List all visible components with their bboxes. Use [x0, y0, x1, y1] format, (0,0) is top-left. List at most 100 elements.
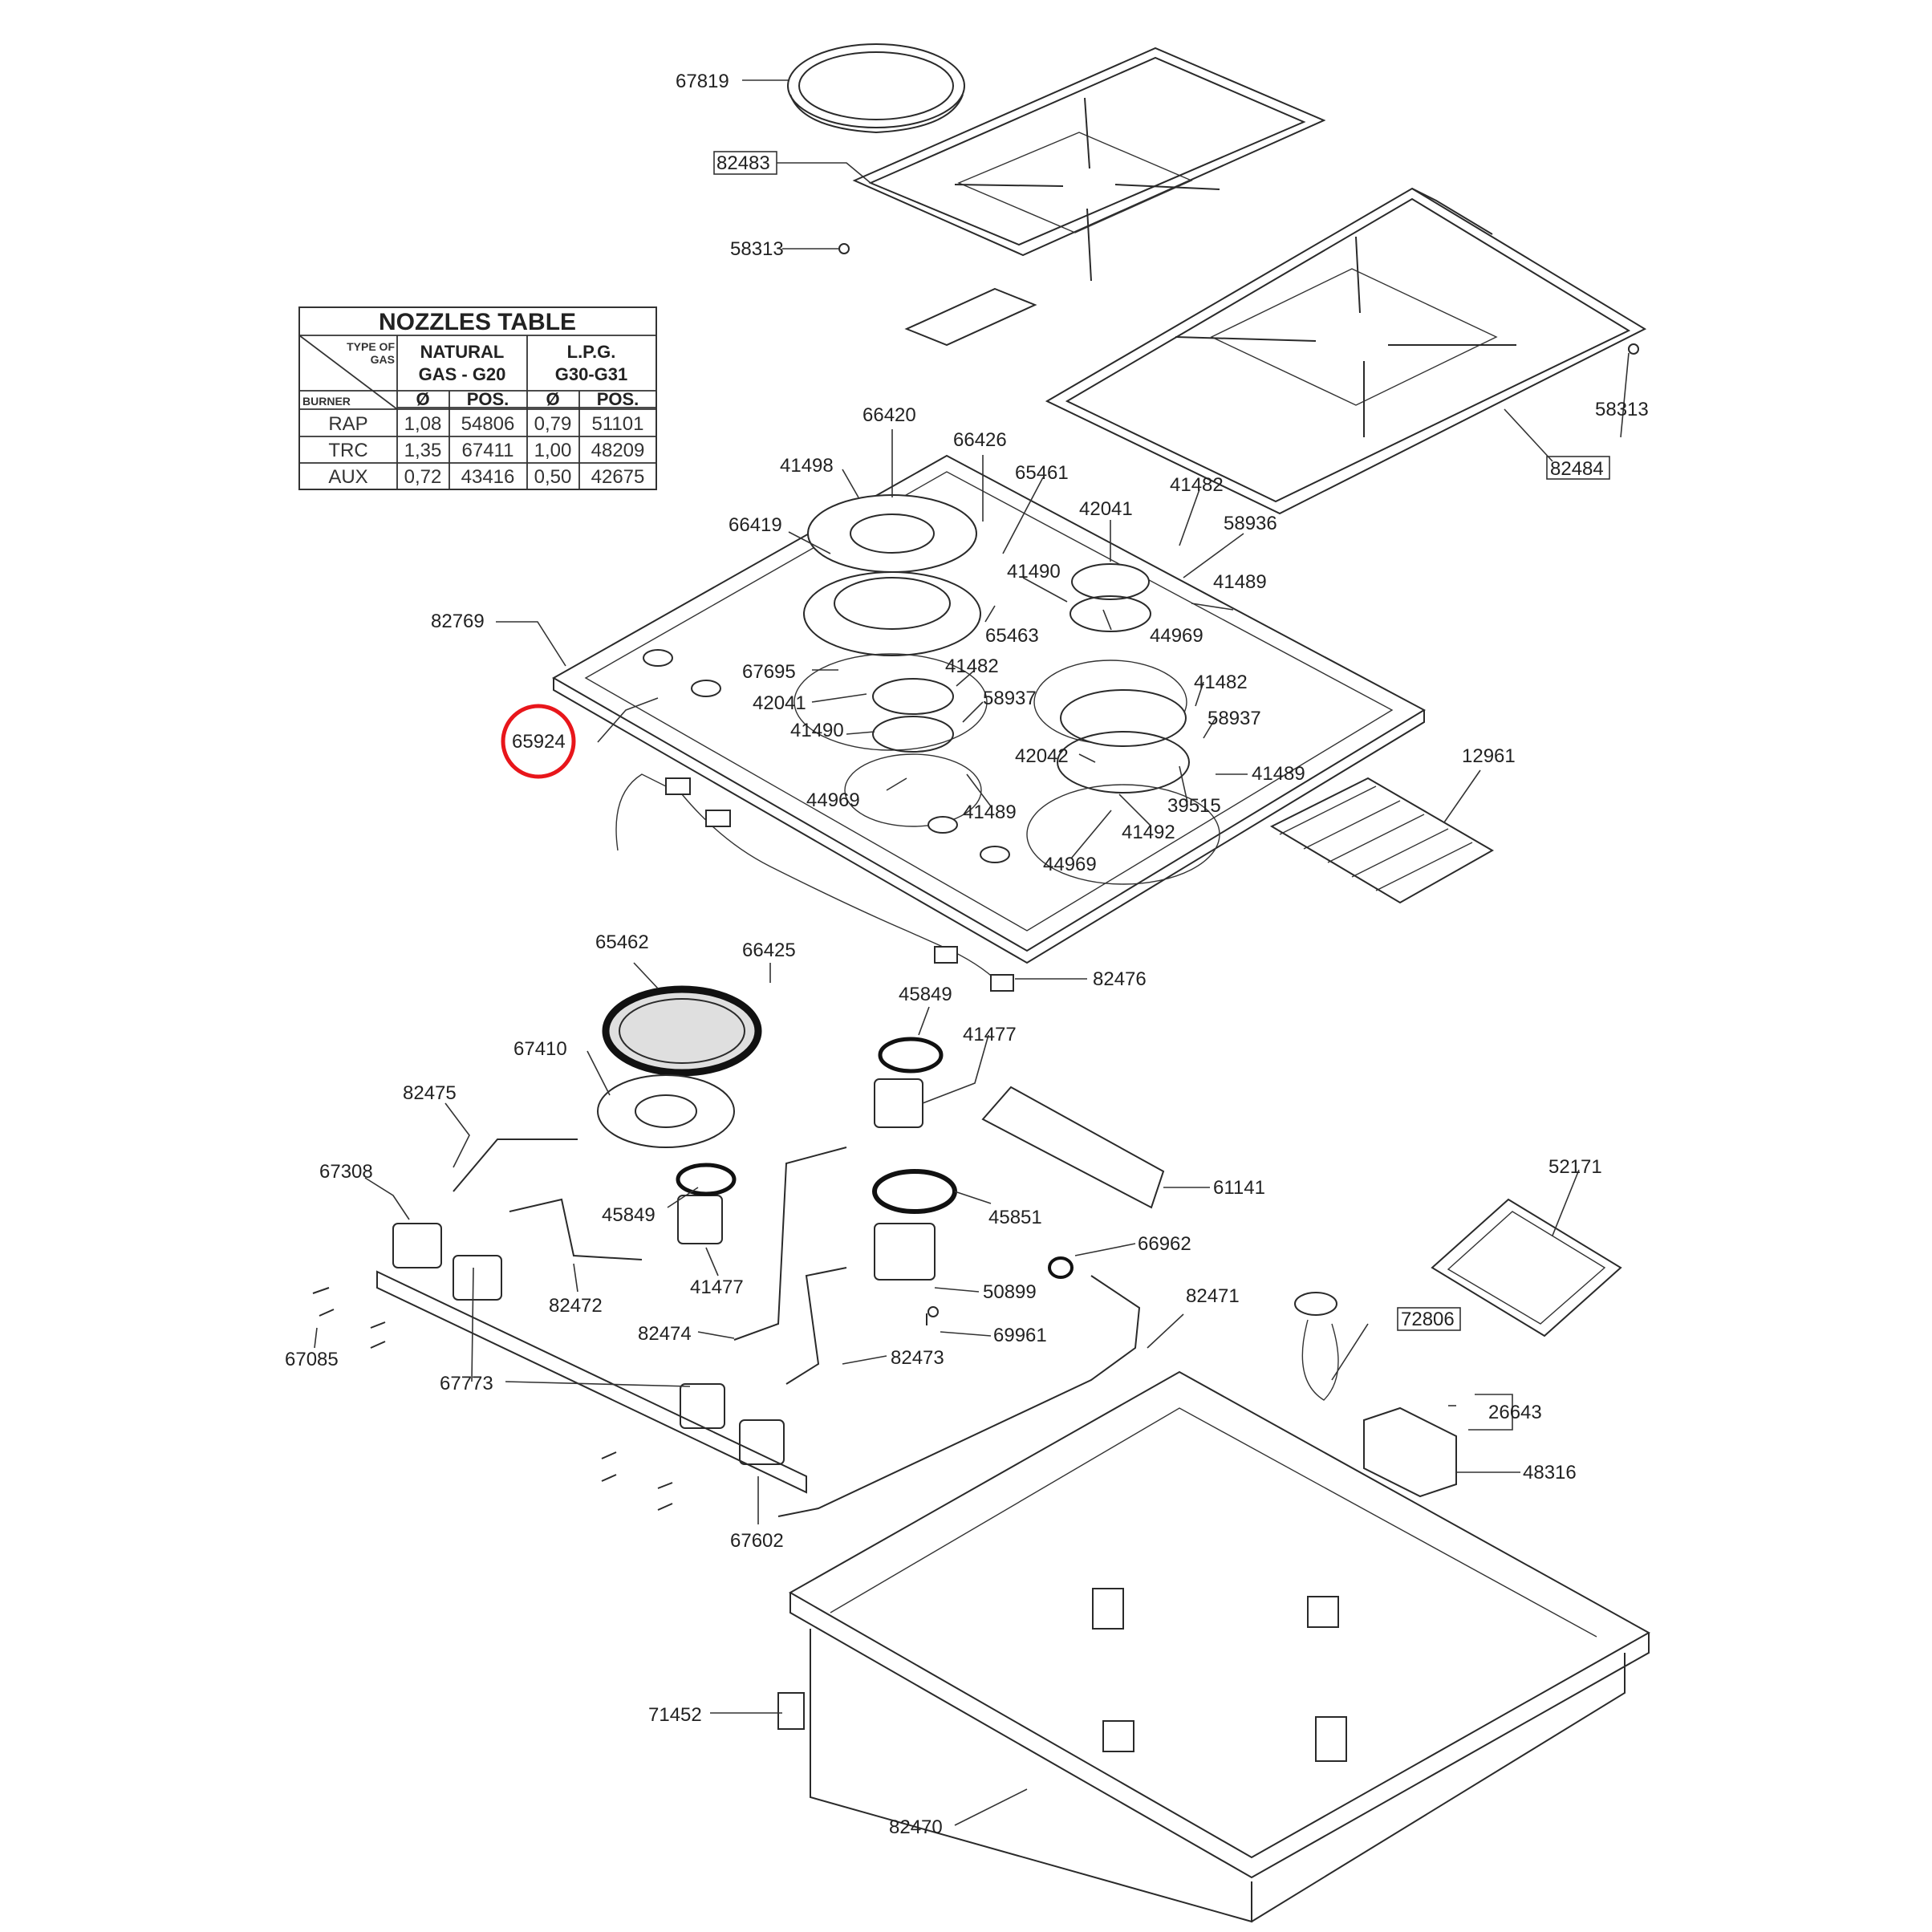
part-label-67410: 67410 [513, 1038, 567, 1060]
part-label-58936: 58936 [1224, 513, 1277, 534]
triple-crown-burner-drawing [597, 985, 762, 1148]
part-label-41492: 41492 [1122, 822, 1175, 843]
row-rap-burner: RAP [328, 413, 367, 435]
part-label-41490: 41490 [790, 720, 844, 741]
part-label-65462: 65462 [595, 932, 649, 953]
part-label-66962: 66962 [1138, 1233, 1191, 1255]
terminal-block-drawing [1363, 1406, 1457, 1498]
bottom-tray-drawing [788, 1370, 1651, 1923]
part-label-61141: 61141 [1213, 1177, 1265, 1199]
gas-group-lpg-line2: G30-G31 [555, 364, 628, 384]
part-label-67695: 67695 [742, 661, 796, 683]
row-aux-burner: AUX [328, 466, 367, 488]
part-label-58313: 58313 [730, 238, 784, 260]
part-label-82475: 82475 [403, 1082, 457, 1104]
part-label-65924: 65924 [512, 731, 566, 753]
part-label-65463: 65463 [985, 625, 1039, 647]
row-rap-cell: 0,79 [534, 413, 572, 435]
nozzles-table-title: NOZZLES TABLE [379, 309, 576, 335]
part-label-42042: 42042 [1015, 745, 1069, 767]
ignition-module-drawing [1431, 1198, 1622, 1337]
gas-valves-drawing [376, 1078, 936, 1494]
part-label-41477: 41477 [690, 1276, 744, 1298]
pan-support-right-drawing [1045, 187, 1647, 515]
part-label-66420: 66420 [862, 404, 916, 426]
row-trc-cell: 1,35 [404, 440, 442, 461]
part-label-45851: 45851 [988, 1207, 1042, 1228]
row-aux-cell: 0,50 [534, 466, 572, 488]
part-label-67085: 67085 [285, 1349, 339, 1370]
part-label-58937: 58937 [983, 688, 1037, 709]
part-label-66426: 66426 [953, 429, 1007, 451]
fixing-clip-drawing [777, 1692, 805, 1730]
part-label-41482: 41482 [1170, 474, 1224, 496]
part-label-82473: 82473 [891, 1347, 944, 1369]
part-label-82471: 82471 [1186, 1285, 1240, 1307]
gas-group-natural-line2: GAS - G20 [419, 364, 506, 384]
part-label-67602: 67602 [730, 1530, 784, 1552]
nozzles-table: NOZZLES TABLE TYPE OF GAS BURNER NATURAL… [298, 306, 657, 490]
part-label-44969: 44969 [806, 789, 860, 811]
part-label-26643: 26643 [1488, 1402, 1542, 1423]
table-corner-top-line2: GAS [371, 353, 395, 366]
row-trc-burner: TRC [328, 440, 367, 461]
part-label-69961: 69961 [993, 1325, 1047, 1346]
part-label-41489: 41489 [1213, 571, 1267, 593]
part-label-82476: 82476 [1093, 968, 1147, 990]
part-label-67819: 67819 [676, 71, 729, 92]
part-label-41489: 41489 [963, 802, 1017, 823]
part-label-66419: 66419 [729, 514, 782, 536]
part-label-12961: 12961 [1462, 745, 1516, 767]
screws-drawing [312, 1287, 939, 1511]
part-label-41489: 41489 [1252, 763, 1305, 785]
part-label-41482: 41482 [945, 656, 999, 677]
part-label-42041: 42041 [1079, 498, 1133, 520]
part-label-41477: 41477 [963, 1024, 1017, 1045]
row-rap-cell: 54806 [461, 413, 515, 435]
part-label-71452: 71452 [648, 1704, 702, 1726]
row-rap-cell: 1,08 [404, 413, 442, 435]
part-label-58313: 58313 [1595, 399, 1649, 420]
part-label-52171: 52171 [1548, 1156, 1602, 1178]
part-label-44969: 44969 [1043, 854, 1097, 875]
part-label-82484: 82484 [1550, 458, 1604, 480]
part-label-42041: 42041 [753, 692, 806, 714]
cable-gland-drawing [1294, 1292, 1337, 1316]
valve-gaskets-drawing [676, 1037, 1074, 1279]
part-label-82470: 82470 [889, 1816, 943, 1838]
part-label-45849: 45849 [602, 1204, 656, 1226]
row-aux-cell: 42675 [591, 466, 645, 488]
part-label-58937: 58937 [1208, 708, 1261, 729]
part-label-45849: 45849 [899, 984, 952, 1005]
gas-group-natural-line1: NATURAL [420, 342, 505, 362]
hob-top-plate-drawing [551, 454, 1427, 964]
leader-lines [314, 79, 1630, 1826]
part-label-41490: 41490 [1007, 561, 1061, 582]
insulation-strips-drawing [1269, 777, 1495, 904]
part-label-65461: 65461 [1015, 462, 1069, 484]
part-label-82483: 82483 [716, 152, 770, 174]
subheader-pos-natural: POS. [467, 389, 509, 409]
part-label-66425: 66425 [742, 940, 796, 961]
part-label-48316: 48316 [1523, 1462, 1577, 1484]
subheader-diameter-lpg: Ø [546, 389, 559, 409]
row-aux-cell: 0,72 [404, 466, 442, 488]
gas-group-lpg-line1: L.P.G. [567, 342, 616, 362]
pan-support-left-drawing [852, 47, 1326, 347]
subheader-diameter-natural: Ø [416, 389, 429, 409]
row-rap-cell: 51101 [592, 413, 644, 435]
subheader-pos-lpg: POS. [597, 389, 639, 409]
ignition-harness-drawing [615, 773, 1014, 992]
part-label-44969: 44969 [1150, 625, 1203, 647]
row-trc-cell: 67411 [462, 440, 514, 461]
part-label-39515: 39515 [1167, 795, 1221, 817]
part-label-67773: 67773 [440, 1373, 493, 1394]
part-label-82474: 82474 [638, 1323, 692, 1345]
part-label-72806: 72806 [1401, 1309, 1455, 1330]
part-label-41482: 41482 [1194, 672, 1248, 693]
part-label-67308: 67308 [319, 1161, 373, 1183]
row-trc-cell: 1,00 [534, 440, 572, 461]
part-label-82472: 82472 [549, 1295, 603, 1317]
row-trc-cell: 48209 [591, 440, 645, 461]
